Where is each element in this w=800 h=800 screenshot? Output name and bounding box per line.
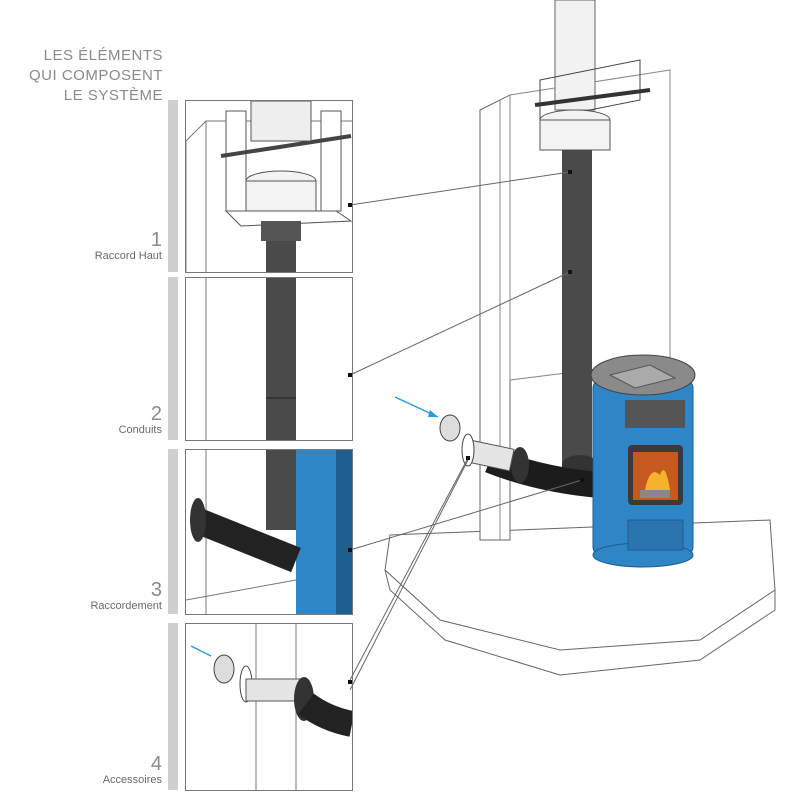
title-line: QUI COMPOSENT (28, 67, 163, 84)
panel-accessoires (185, 623, 353, 791)
section-bar (168, 100, 178, 272)
section-number: 3 (150, 579, 162, 601)
section-number: 1 (150, 229, 162, 251)
section-bar (168, 623, 178, 790)
section-bar (168, 449, 178, 614)
section-name: Raccord Haut (94, 250, 162, 262)
raccordement-illustration (186, 450, 352, 614)
arrow-icon (190, 645, 212, 657)
title-line: LE SYSTÈME (63, 87, 163, 104)
conduits-illustration (205, 278, 296, 440)
section-number: 2 (150, 403, 162, 425)
panel-conduits (185, 277, 353, 441)
panel-raccordement (185, 449, 353, 615)
diagram-title: LES ÉLÉMENTS QUI COMPOSENT LE SYSTÈME (29, 46, 163, 106)
raccord-haut-illustration (186, 101, 352, 272)
section-name: Accessoires (102, 774, 162, 786)
flue-pipe (562, 150, 592, 470)
section-name: Raccordement (90, 600, 162, 612)
floor-platform (384, 519, 776, 651)
pellet-stove (590, 354, 696, 568)
accessoires-illustration (190, 624, 352, 790)
section-number: 4 (150, 753, 162, 775)
title-line: LES ÉLÉMENTS (43, 47, 163, 64)
panel-raccord-haut (185, 100, 353, 273)
section-bar (168, 277, 178, 440)
section-name: Conduits (118, 424, 162, 436)
